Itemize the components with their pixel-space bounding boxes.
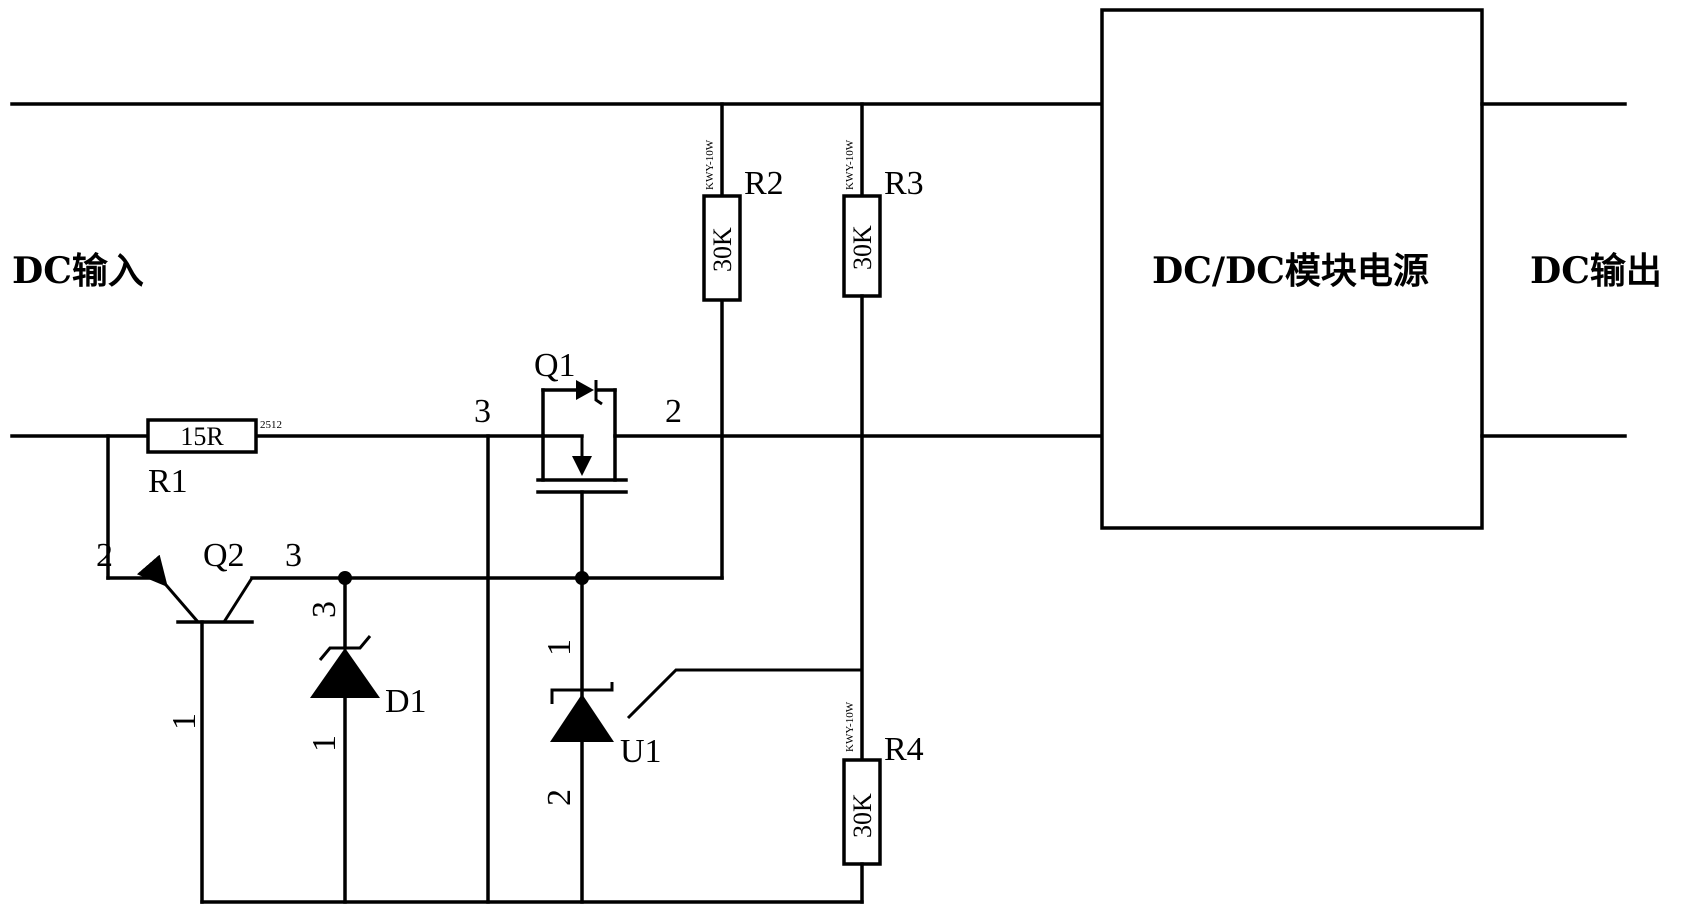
control-wire	[338, 298, 724, 585]
resistor-r4: 30K KWY-10W R4	[842, 701, 924, 904]
u1-pin-top: 1	[541, 639, 578, 656]
transistor-q2: Q2 2 3 1	[96, 537, 347, 904]
r2-label: R2	[744, 165, 784, 202]
q2-label: Q2	[203, 537, 245, 574]
q2-pin-right: 3	[285, 537, 302, 574]
u1-pin-bottom: 2	[541, 789, 578, 806]
mosfet-q1: Q1 3 2	[474, 347, 682, 904]
dcdc-module: DC/DC模块电源	[1100, 8, 1484, 530]
q1-pin-right: 2	[665, 393, 682, 430]
q1-label: Q1	[534, 347, 576, 384]
r1-value: 15R	[180, 422, 224, 451]
d1-label: D1	[385, 683, 427, 720]
dc-output-label: DC输出	[1530, 250, 1662, 292]
module-label: DC/DC模块电源	[1152, 250, 1429, 292]
d1-pin-top: 3	[306, 601, 343, 618]
q1-pin-left: 3	[474, 393, 491, 430]
r2-value: 30K	[708, 227, 737, 272]
r4-package: KWY-10W	[844, 701, 856, 752]
dc-input-label: DC输入	[12, 250, 144, 292]
q2-pin-left: 2	[96, 537, 113, 574]
resistor-r3: 30K KWY-10W R3	[842, 102, 924, 762]
r3-label: R3	[884, 165, 924, 202]
r3-value: 30K	[848, 225, 877, 270]
r1-label: R1	[148, 463, 188, 500]
r1-package: 2512	[260, 419, 282, 431]
r4-label: R4	[884, 731, 924, 768]
regulator-u1: U1 1 2	[541, 639, 862, 806]
q2-emitter-wire	[106, 434, 162, 580]
r3-package: KWY-10W	[844, 139, 856, 190]
u1-label: U1	[620, 733, 662, 770]
r4-value: 30K	[848, 793, 877, 838]
d1-pin-bottom: 1	[306, 735, 343, 752]
q2-pin-bottom: 1	[166, 713, 203, 730]
resistor-r2: 30K KWY-10W R2	[702, 102, 784, 302]
r2-package: KWY-10W	[704, 139, 716, 190]
zener-d1: D1 3 1	[306, 576, 427, 904]
resistor-r1: 15R 2512 R1	[146, 418, 282, 500]
